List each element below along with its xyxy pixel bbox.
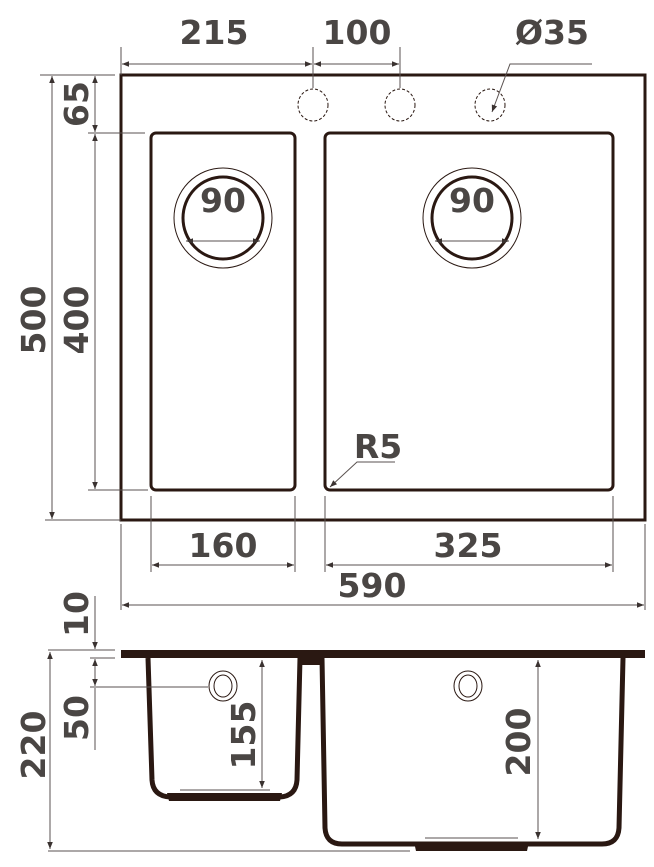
right-bowl-profile	[319, 657, 626, 847]
left-drain	[173, 167, 273, 269]
dim-tap-diameter: Ø35	[515, 13, 589, 52]
dim-rim-depth: 65	[57, 81, 96, 127]
dim-tap-offset: 215	[180, 13, 249, 52]
rim-slab	[121, 650, 645, 658]
bowl-divider	[300, 650, 322, 665]
dim-left-bowl-depth: 155	[224, 701, 263, 770]
dim-total-width: 590	[338, 566, 407, 605]
dim-right-bowl-depth: 200	[499, 708, 538, 777]
overflow-holes	[208, 670, 483, 702]
side-view: 10 50 220 155 200	[14, 591, 645, 852]
left-bowl	[149, 131, 297, 492]
right-drain	[422, 167, 522, 269]
top-view: 215 100 Ø35 65 400 500 90 90 R5 160 325 …	[14, 13, 647, 610]
dim-total-depth: 220	[14, 711, 53, 780]
sink-outline	[119, 73, 647, 522]
dim-rim-thickness: 10	[57, 591, 96, 637]
dim-left-bowl-width: 160	[189, 526, 258, 565]
tap-holes	[297, 88, 506, 122]
dim-bowl-length: 400	[57, 286, 96, 355]
left-drain-bump	[167, 793, 282, 801]
dim-total-length: 500	[14, 286, 53, 355]
dim-drain-right: 90	[449, 181, 495, 220]
dim-drain-left: 90	[200, 181, 246, 220]
dim-tap-spacing: 100	[323, 13, 392, 52]
dim-overflow-offset: 50	[57, 695, 96, 741]
right-drain-bump	[414, 842, 529, 851]
right-bowl	[323, 131, 615, 492]
dim-right-bowl-width: 325	[434, 526, 503, 565]
dim-corner-radius: R5	[354, 427, 402, 466]
